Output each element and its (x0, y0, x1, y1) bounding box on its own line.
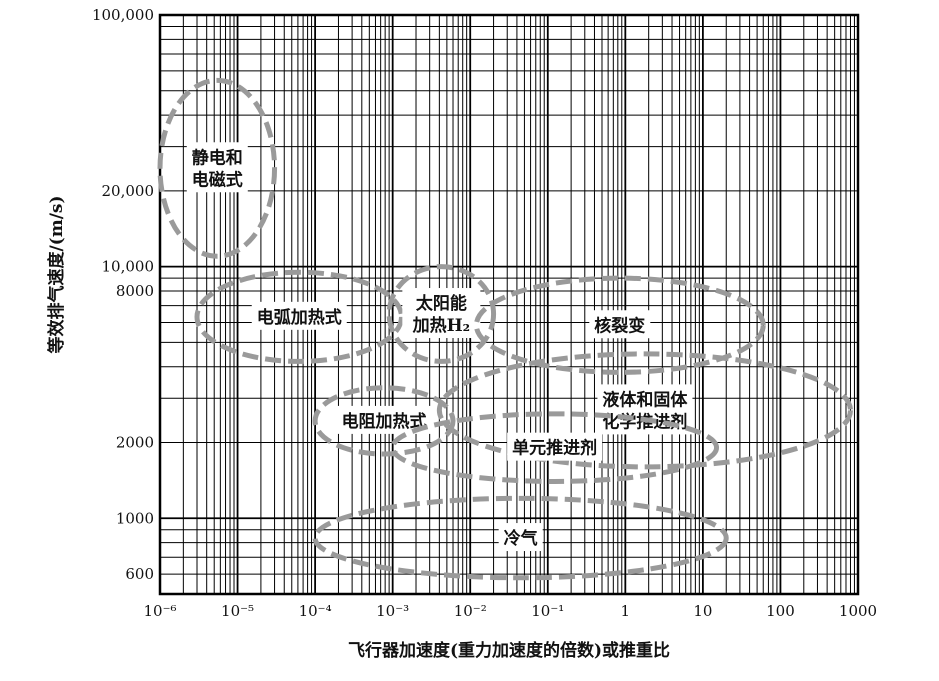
region-label: 太阳能 (416, 293, 467, 314)
region-label: 冷气 (504, 528, 538, 549)
x-tick-label: 10⁻⁵ (221, 602, 254, 620)
region-label: 电阻加热式 (342, 411, 427, 432)
region-outline (473, 275, 766, 375)
x-tick-label: 10⁻¹ (531, 602, 564, 620)
region-label: 电弧加热式 (257, 307, 342, 328)
region-outline (390, 411, 720, 484)
x-tick-label: 10⁻³ (376, 602, 409, 620)
x-tick-label: 1 (621, 602, 631, 620)
region-4: 核裂变 (473, 275, 766, 375)
y-tick-label: 600 (125, 565, 154, 583)
region-label: 核裂变 (594, 315, 645, 336)
x-tick-label: 10⁻⁶ (143, 602, 176, 620)
region-outline (436, 351, 853, 470)
region-outline (312, 495, 729, 581)
y-tick-label: 2000 (116, 434, 154, 452)
x-tick-label: 10⁻⁴ (299, 602, 332, 620)
region-outline (194, 269, 405, 364)
x-axis-title: 飞行器加速度(重力加速度的倍数)或推重比 (348, 640, 670, 661)
region-label: 单元推进剂 (512, 438, 597, 459)
region-2: 电弧加热式 (194, 269, 405, 364)
region-label: 电磁式 (192, 169, 243, 190)
x-tick-label: 10 (693, 602, 712, 620)
region-outline (386, 264, 497, 364)
region-outline (157, 77, 278, 259)
y-axis-title: 等效排气速度/(m/s) (46, 195, 67, 353)
region-label: 加热H₂ (412, 315, 471, 336)
x-tick-label: 10⁻² (454, 602, 487, 620)
region-outline (312, 385, 456, 457)
region-label-background (589, 310, 651, 339)
region-label-background (498, 523, 543, 552)
y-tick-label: 100,000 (92, 6, 154, 24)
tick-labels: 10⁻⁶ 10⁻⁵ 10⁻⁴ 10⁻³ 10⁻² 10⁻¹ 1 10 100 1000 100,00… (92, 6, 877, 620)
region-label-background (186, 142, 248, 193)
region-label: 静电和 (192, 147, 243, 168)
y-tick-label: 10,000 (102, 258, 155, 276)
region-5: 电阻加热式 (312, 385, 456, 457)
plot-frame (158, 13, 860, 596)
y-tick-label: 8000 (116, 282, 154, 300)
y-tick-label: 1000 (116, 509, 154, 527)
region-label-background (251, 301, 347, 330)
x-tick-label: 100 (766, 602, 795, 620)
y-tick-label: 20,000 (102, 182, 155, 200)
region-label-background (402, 288, 481, 339)
x-tick-label: 1000 (839, 602, 877, 620)
region-7: 单元推进剂 (390, 411, 720, 484)
region-label: 液体和固体 (602, 389, 688, 410)
region-label-background (507, 432, 603, 461)
region-8: 冷气 (312, 495, 729, 581)
